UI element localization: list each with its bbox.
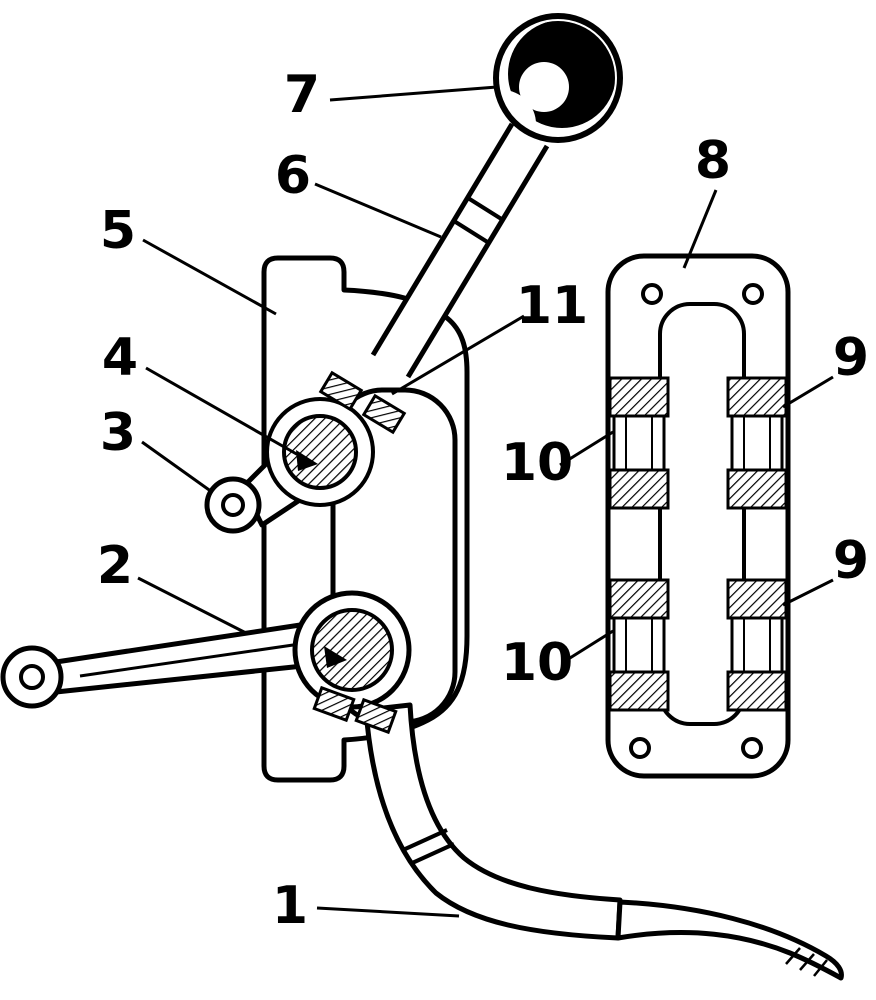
bolt-hole [629,737,651,759]
lower-pivot-assembly [0,590,412,710]
clamp-lug [361,393,407,435]
leader-line-1 [316,906,460,918]
bushing-body [730,616,784,674]
part-label-8: 8 [695,131,731,191]
part-label-10-lower: 10 [501,633,573,693]
pivot-pin-section [310,608,394,692]
bushing-flange [608,670,670,712]
part-label-6: 6 [275,146,311,206]
leader-line-5 [142,238,277,316]
part-labels: 7 6 5 4 3 2 1 8 11 9 10 9 10 [97,65,869,936]
pad-hatch-line [813,959,828,977]
part-label-10-upper: 10 [501,433,573,493]
shaft-edge [370,122,515,357]
lever-shaft [370,122,550,379]
bushing-flange [608,468,670,510]
clamp-lug [312,685,356,723]
leader-line-10-upper [559,430,614,467]
arm-joint-line [409,842,455,866]
pad-hatch-line [799,953,815,971]
bushing-body [730,414,784,472]
leader-line-9-upper [782,375,834,409]
leader-line-7 [329,85,498,102]
leader-lines [137,85,834,918]
leader-line-6 [314,182,442,239]
part-label-5: 5 [100,201,136,261]
bushing-body [612,616,666,674]
leader-line-11 [391,314,525,396]
pivot-pin-section [282,414,358,490]
bushing-body [612,414,666,472]
pivot-pin-marker [324,646,347,668]
plate-slot [658,302,746,726]
part-label-3: 3 [100,403,136,463]
shaft-joint-line [466,196,505,222]
leader-line-3 [141,440,213,494]
eyelet-bore [221,493,245,517]
part-label-9-upper: 9 [833,328,869,388]
part-label-9-lower: 9 [833,531,869,591]
bushing-flange [726,578,788,620]
part-label-2: 2 [97,536,133,596]
bushing-upper-right [726,376,788,510]
part-label-11: 11 [516,276,588,336]
bolt-hole [741,737,763,759]
bushing-flange [608,376,670,418]
mounting-plate [605,253,791,779]
bushing-lower-right [726,578,788,712]
pedal-arm-tube [363,702,623,941]
shaft-edge [405,144,550,379]
arm-joint-line [402,828,448,852]
upper-pivot-assembly [204,370,407,534]
pedal-arm [363,702,844,981]
bushing-flange [608,578,670,620]
clamp-lug [318,370,364,412]
part-label-1: 1 [272,876,308,936]
leader-line-9-lower [782,578,834,607]
bushing-lower-left [608,578,670,712]
pad-hatch-line [785,947,801,965]
bolt-hole [641,283,663,305]
bushing-flange [726,670,788,712]
leader-line-8 [682,189,718,269]
bushing-flange [726,376,788,418]
lower-clamp-lugs [312,646,398,735]
clamp-lug [354,697,398,735]
bolt-hole [742,283,764,305]
rod-channel-line [79,642,301,678]
part-label-4: 4 [102,328,138,388]
leader-line-4 [145,366,301,458]
pedal-pad [615,899,844,981]
leader-line-10-lower [561,629,614,665]
shaft-joint-line [452,219,491,245]
bushing-flange [726,468,788,510]
leader-line-2 [137,576,247,635]
rod-end-bore [19,664,45,690]
bushing-upper-left [608,376,670,510]
pivot-pin-marker [296,450,318,471]
part-label-7: 7 [284,65,320,125]
shaft-body [373,124,547,377]
